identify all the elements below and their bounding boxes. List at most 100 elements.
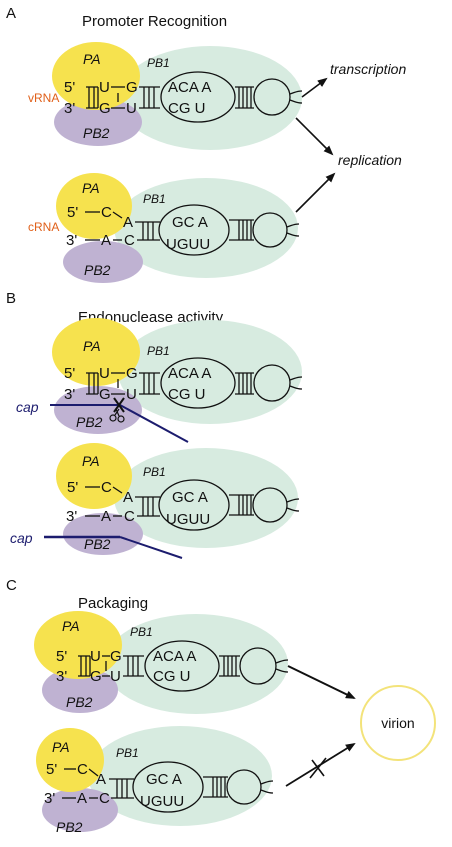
loop-top: ACA A [168, 79, 211, 96]
loop-bottom: CG U [168, 100, 206, 117]
pb2-blob [54, 98, 142, 146]
complex-c-crna: PA PB1 PB2 5' 3' C A A C GC A UGUU [36, 726, 274, 835]
cap-strand-tail [119, 404, 189, 443]
pb2-label: PB2 [66, 694, 93, 710]
cap-strand-tail [119, 536, 183, 559]
base-top-left: U [99, 79, 110, 96]
section-a-title: Promoter Recognition [82, 13, 227, 30]
three-prime-label: 3' [64, 100, 75, 117]
pb2-blob [42, 667, 118, 713]
pb1-label: PB1 [147, 344, 170, 358]
section-b-letter: B [6, 290, 16, 307]
pb1-label: PB1 [130, 625, 153, 639]
base-bot-left: G [99, 386, 111, 403]
five-prime-label: 5' [67, 204, 78, 221]
base-bot-c: C [124, 232, 135, 249]
virion-circle [360, 685, 436, 761]
pb1-blob [104, 614, 288, 714]
pa-label: PA [82, 453, 100, 469]
base-bot-mid: U [126, 386, 137, 403]
pa-label: PA [52, 739, 70, 755]
loop-top: ACA A [168, 365, 211, 382]
scissors-icon [109, 408, 125, 423]
pb1-label: PB1 [116, 746, 139, 760]
complex-a-crna: PA PB1 PB2 cRNA 5' 3' C A A C GC A UGUU [28, 173, 300, 283]
five-prime-label: 5' [67, 479, 78, 496]
base-bot-a: A [101, 232, 111, 249]
five-prime-label: 5' [64, 365, 75, 382]
pb1-label: PB1 [147, 56, 170, 70]
virion-label: virion [381, 715, 414, 731]
three-prime-label: 3' [64, 386, 75, 403]
pb1-blob [118, 46, 302, 150]
five-prime-label: 5' [56, 648, 67, 665]
five-prime-label: 5' [46, 761, 57, 778]
base-top-mid: G [126, 79, 138, 96]
pb1-label: PB1 [143, 192, 166, 206]
pb2-label: PB2 [76, 414, 103, 430]
arrow-crna-to-replication [295, 172, 336, 213]
complex-b-vrna: PA PB1 PB2 5' 3' U G G U ACA A CG U [50, 318, 303, 443]
three-prime-label: 3' [44, 790, 55, 807]
base-top-left: U [99, 365, 110, 382]
base-bot-a: A [77, 790, 87, 807]
three-prime-label: 3' [66, 508, 77, 525]
pa-label: PA [83, 338, 101, 354]
pb2-label: PB2 [84, 536, 111, 552]
arrow-to-virion [287, 665, 356, 699]
loop-bottom: UGUU [166, 511, 210, 528]
base-top-a: A [123, 489, 133, 506]
base-top-a: A [96, 771, 106, 788]
replication-label: replication [338, 152, 402, 168]
complex-c-vrna: PA PB1 PB2 5' 3' U G G U ACA A CG U [34, 611, 289, 714]
pa-blob [56, 443, 132, 509]
pa-blob [34, 611, 122, 679]
pb1-label: PB1 [143, 465, 166, 479]
pa-blob [56, 173, 132, 239]
pb2-label: PB2 [84, 262, 111, 278]
section-a-letter: A [6, 5, 16, 22]
loop-bottom: CG U [153, 668, 191, 685]
base-top-a: A [123, 214, 133, 231]
pb1-blob [114, 178, 298, 278]
base-bot-mid: U [110, 668, 121, 685]
pb2-blob [63, 241, 143, 283]
three-prime-label: 3' [56, 668, 67, 685]
base-top-mid: G [126, 365, 138, 382]
pb1-blob [114, 448, 298, 548]
base-bot-c: C [99, 790, 110, 807]
loop-top: GC A [172, 214, 208, 231]
pa-label: PA [83, 51, 101, 67]
pb2-blob [42, 788, 118, 832]
five-prime-label: 5' [64, 79, 75, 96]
base-top-left: U [90, 648, 101, 665]
section-c-letter: C [6, 577, 17, 594]
base-top-c: C [101, 204, 112, 221]
cap-label: cap [16, 399, 39, 415]
base-bot-left: G [99, 100, 111, 117]
pb2-label: PB2 [83, 125, 110, 141]
base-top-c: C [77, 761, 88, 778]
base-bot-mid: U [126, 100, 137, 117]
pb2-label: PB2 [56, 819, 83, 835]
pa-label: PA [62, 618, 80, 634]
blocked-cross-icon [309, 757, 327, 779]
loop-bottom: UGUU [166, 236, 210, 253]
crna-label: cRNA [28, 220, 59, 234]
section-c-title: Packaging [78, 595, 148, 612]
arrow-to-replication [295, 117, 334, 156]
three-prime-label: 3' [66, 232, 77, 249]
transcription-label: transcription [330, 61, 406, 77]
cap-label: cap [10, 530, 33, 546]
pa-label: PA [82, 180, 100, 196]
pa-blob [52, 318, 140, 386]
loop-top: GC A [172, 489, 208, 506]
loop-top: ACA A [153, 648, 196, 665]
pb1-blob [118, 320, 302, 424]
complex-b-crna: PA PB1 PB2 5' 3' C A A C GC A UGUU [44, 443, 300, 559]
loop-bottom: CG U [168, 386, 206, 403]
pb1-blob [88, 726, 272, 826]
base-bot-c: C [124, 508, 135, 525]
base-bot-a: A [101, 508, 111, 525]
